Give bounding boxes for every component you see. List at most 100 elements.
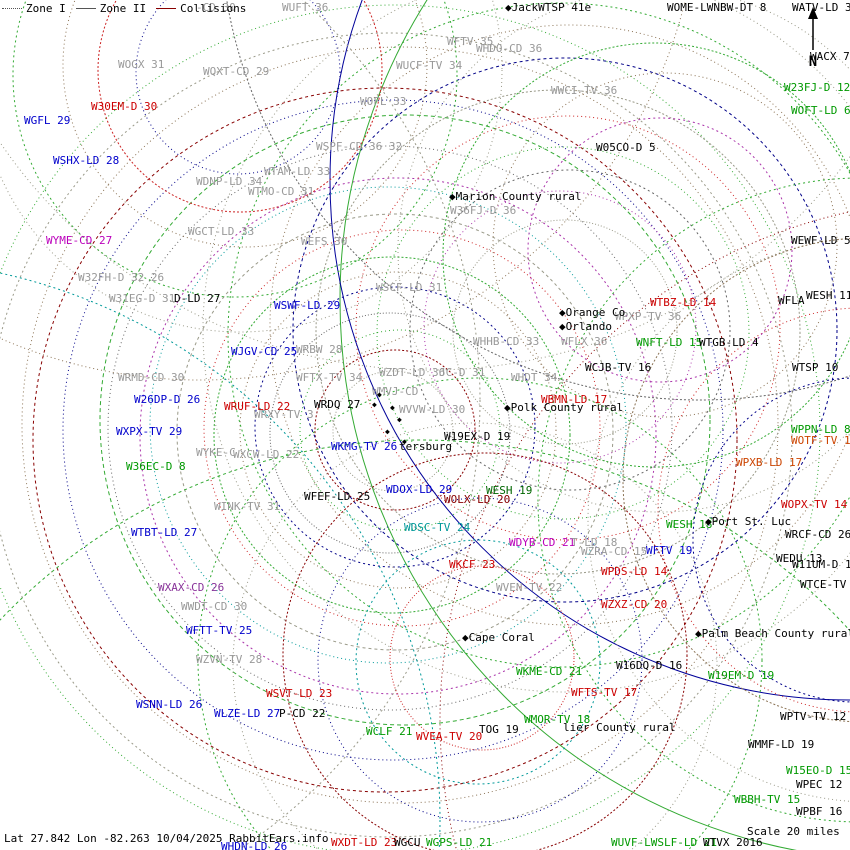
station-label: WYME-CD 27: [46, 234, 113, 247]
zone2-label: Zone II: [99, 2, 147, 15]
station-label: W11UM-D 11: [792, 558, 850, 571]
station-label: WFTV 35: [447, 35, 494, 48]
station-label: W15EO-D 15: [786, 764, 850, 777]
station-label: WFTT-TV 25: [186, 624, 253, 637]
station-label: WOTF-TV 15: [791, 434, 850, 447]
station-label: WZVN-TV 28: [196, 653, 263, 666]
station-label: WTSP 10: [792, 361, 839, 374]
coverage-contour: [197, 377, 763, 850]
coverage-contour: [202, 0, 850, 693]
station-label: WNFT-LD 15: [636, 336, 703, 349]
station-label: P-CD 22: [279, 707, 326, 720]
station-label: WHDT 34: [511, 371, 558, 384]
coverage-contour: [376, 146, 750, 520]
status-bar: Lat 27.842 Lon -82.263 10/04/2025 Rabbit…: [4, 832, 329, 845]
coverage-contour: [0, 32, 793, 838]
station-label: WUVF-LWSLF-LD 21: [611, 836, 717, 849]
coverage-contour: [237, 0, 481, 850]
station-label: W16DQ-D 16: [616, 659, 683, 672]
station-label: WVEN-TV 22: [496, 581, 563, 594]
station-label: WEFS 30: [301, 235, 348, 248]
coverage-contour: [213, 256, 571, 614]
station-label: WSHX-LD 28: [53, 154, 120, 167]
station-label: WPDS-LD 14: [601, 565, 668, 578]
station-label: WFTX-TV 34: [296, 371, 363, 384]
compass-north-indicator: N: [798, 6, 828, 70]
station-label: WESH 11: [806, 289, 850, 302]
station-label: W31EG-D 31: [109, 292, 176, 305]
station-label: WPTV-TV 12: [780, 710, 847, 723]
station-label: WEDU 13: [776, 552, 823, 565]
station-label: WTBZ-LD 14: [650, 296, 717, 309]
station-label: WTGB-LD 4: [699, 336, 759, 349]
coverage-contour: [139, 177, 657, 695]
station-label: WZDT-LD 36: [379, 366, 446, 379]
station-label: WTMO-CD 31: [248, 185, 315, 198]
station-label: WRMD-CD 30: [118, 371, 185, 384]
station-label: WFTS-TV 17: [571, 686, 638, 699]
zone1-label: Zone I: [26, 2, 66, 15]
station-label: W36FJ-D 36: [450, 204, 517, 217]
coverage-contour: [176, 213, 614, 651]
collisions-label: Collisions: [180, 2, 247, 15]
station-label: WKCF 23: [449, 558, 496, 571]
coverage-contour: [0, 141, 850, 371]
station-label: WBMN-LD 17: [541, 393, 608, 406]
transmitter-marker-icon: ◆: [390, 403, 395, 412]
station-label: W23FJ-D 12: [784, 81, 850, 94]
station-label: TOG 19: [479, 723, 519, 736]
station-label: WHHB-CD 33: [473, 335, 540, 348]
zone2-line-sample-icon: [75, 8, 96, 9]
station-label: WWCI-TV 36: [551, 84, 618, 97]
transmitter-marker-icon: ◆: [385, 427, 390, 436]
station-label: W26DP-D 26: [134, 393, 201, 406]
station-label: WRBW 28: [296, 343, 343, 356]
station-label: W19EM-D 19: [708, 669, 775, 682]
station-label: WCLF 21: [366, 725, 413, 738]
station-label: WGCU: [394, 836, 421, 849]
station-label: WRUF-LD 22: [224, 400, 291, 413]
station-label: WJGV-CD 25: [231, 345, 298, 358]
transmitter-marker-icon: ◆: [372, 400, 377, 409]
station-label: WXDT-LD 23: [331, 836, 398, 849]
coverage-contour: [32, 87, 738, 793]
place-label: ◆Marion County rural: [449, 190, 582, 203]
station-label: WFLX 36: [561, 335, 608, 348]
coverage-contour: [239, 271, 557, 589]
station-label: WINK-TV 31: [214, 500, 281, 513]
coverage-contour: [537, 177, 850, 823]
north-arrow-icon: [808, 7, 818, 50]
zone1-line-sample-icon: [2, 8, 22, 9]
station-label: WDOX-LD 29: [386, 483, 453, 496]
coverage-contour: [203, 229, 601, 627]
station-label: WTBT-LD 27: [131, 526, 198, 539]
coverage-contour: [254, 286, 536, 568]
station-label: WGCT-LD 33: [188, 225, 255, 238]
coverage-contour: [0, 439, 850, 632]
station-label: WESH 19: [486, 484, 533, 497]
coverage-contour: [355, 115, 781, 541]
coverage-contour: [299, 329, 501, 531]
station-label: WPEC 12: [796, 778, 843, 791]
station-label: WDSC-TV 24: [404, 521, 471, 534]
station-label: -CD 30: [196, 1, 236, 14]
station-label: WPXP-TV 36: [615, 310, 682, 323]
station-label: W32FH-D 32 26: [78, 271, 165, 284]
place-label: ◆Orlando: [559, 320, 612, 333]
station-label: WZXZ-CD 20: [601, 598, 668, 611]
coverage-contour: [355, 539, 601, 785]
station-label: JC-D 31: [439, 366, 486, 379]
station-label: WXCW-LD 22: [233, 448, 300, 461]
station-label: WMOR-TV 18: [524, 713, 591, 726]
coverage-contour: [314, 349, 476, 511]
place-label: ◆JackWTSP 41e: [505, 1, 592, 14]
scale-label: Scale 20 miles: [747, 825, 840, 838]
station-label: WBBH-TV 15: [734, 793, 801, 806]
coverage-contour: [282, 452, 688, 850]
coverage-contour: [12, 0, 458, 298]
coverage-contour: [332, 370, 454, 492]
station-label: WSPF-CD 36 32: [316, 140, 403, 153]
station-label: WOPX-TV 14: [781, 498, 848, 511]
